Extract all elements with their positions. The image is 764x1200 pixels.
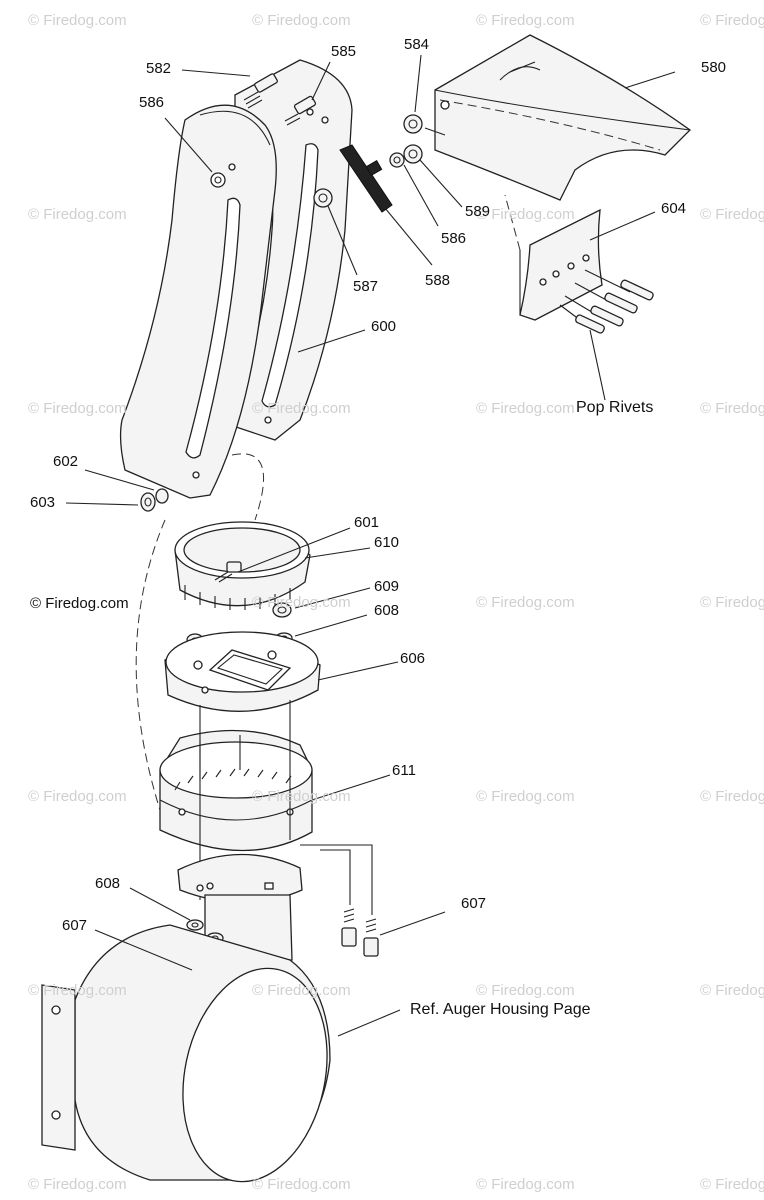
watermark: © Firedog.com xyxy=(476,788,575,805)
watermark: © Firedog.com xyxy=(700,982,764,999)
watermark: © Firedog.com xyxy=(252,400,351,417)
watermark: © Firedog.com xyxy=(700,788,764,805)
mounting-ring-606 xyxy=(164,631,321,712)
watermark: © Firedog.com xyxy=(700,206,764,223)
part-label-608: 608 xyxy=(374,602,400,619)
watermark: © Firedog.com xyxy=(700,400,764,417)
deflector-plate-604 xyxy=(504,194,603,321)
part-label-586: 586 xyxy=(139,94,165,111)
gear-ring-611 xyxy=(159,729,313,852)
leader-lines xyxy=(65,54,676,1037)
copyright-notice: © Firedog.com xyxy=(30,595,129,612)
chute-deflector-600 xyxy=(119,59,353,499)
chute-base-flange xyxy=(177,853,303,961)
watermark: © Firedog.com xyxy=(28,12,127,29)
part-label-610: 610 xyxy=(374,534,400,551)
nut-603 xyxy=(140,492,156,512)
watermark: © Firedog.com xyxy=(28,206,127,223)
part-label-601: 601 xyxy=(354,514,380,531)
washer-589 xyxy=(403,144,423,164)
bolt-582 xyxy=(243,73,278,109)
part-label-585: 585 xyxy=(331,43,357,60)
watermark: © Firedog.com xyxy=(252,594,351,611)
nut-587 xyxy=(313,188,333,208)
part-label-582: 582 xyxy=(146,60,172,77)
watermark: © Firedog.com xyxy=(476,12,575,29)
part-label-604: 604 xyxy=(661,200,687,217)
watermark: © Firedog.com xyxy=(700,12,764,29)
watermark: © Firedog.com xyxy=(476,206,575,223)
part-label-607: 607 xyxy=(62,917,88,934)
washer-586 xyxy=(389,152,405,168)
part-label-580: 580 xyxy=(701,59,727,76)
watermark: © Firedog.com xyxy=(252,982,351,999)
nut-609 xyxy=(272,602,292,618)
watermark: © Firedog.com xyxy=(700,1176,764,1193)
watermark: © Firedog.com xyxy=(700,594,764,611)
watermark: © Firedog.com xyxy=(476,400,575,417)
watermark: © Firedog.com xyxy=(476,982,575,999)
watermark: © Firedog.com xyxy=(476,594,575,611)
watermark: © Firedog.com xyxy=(28,788,127,805)
auger-housing-reference: Ref. Auger Housing Page xyxy=(410,1001,591,1018)
watermark: © Firedog.com xyxy=(476,1176,575,1193)
part-label-607: 607 xyxy=(461,895,487,912)
pop-rivets-label: Pop Rivets xyxy=(576,399,654,416)
watermark: © Firedog.com xyxy=(28,400,127,417)
part-label-609: 609 xyxy=(374,578,400,595)
bolt-585 xyxy=(284,95,317,126)
watermark: © Firedog.com xyxy=(252,1176,351,1193)
part-label-608: 608 xyxy=(95,875,121,892)
part-label-602: 602 xyxy=(53,453,79,470)
bearing-ring-610 xyxy=(174,521,311,610)
bolt-601 xyxy=(214,561,242,583)
part-label-589: 589 xyxy=(465,203,491,220)
part-label-603: 603 xyxy=(30,494,56,511)
part-label-611: 611 xyxy=(392,762,416,779)
washer-602 xyxy=(155,488,169,504)
watermark: © Firedog.com xyxy=(252,12,351,29)
auger-housing-cylinder xyxy=(41,924,331,1183)
watermark: © Firedog.com xyxy=(28,982,127,999)
deflector-top-580 xyxy=(434,34,692,201)
bolts-607-right xyxy=(341,908,379,957)
wing-knob-588 xyxy=(339,144,393,213)
part-label-588: 588 xyxy=(425,272,451,289)
part-label-600: 600 xyxy=(371,318,397,335)
part-label-586: 586 xyxy=(441,230,467,247)
watermark: © Firedog.com xyxy=(28,1176,127,1193)
part-label-584: 584 xyxy=(404,36,430,53)
pop-rivets xyxy=(559,269,654,334)
part-label-587: 587 xyxy=(353,278,379,295)
nut-584 xyxy=(403,114,446,136)
part-label-606: 606 xyxy=(400,650,426,667)
watermark: © Firedog.com xyxy=(252,788,351,805)
